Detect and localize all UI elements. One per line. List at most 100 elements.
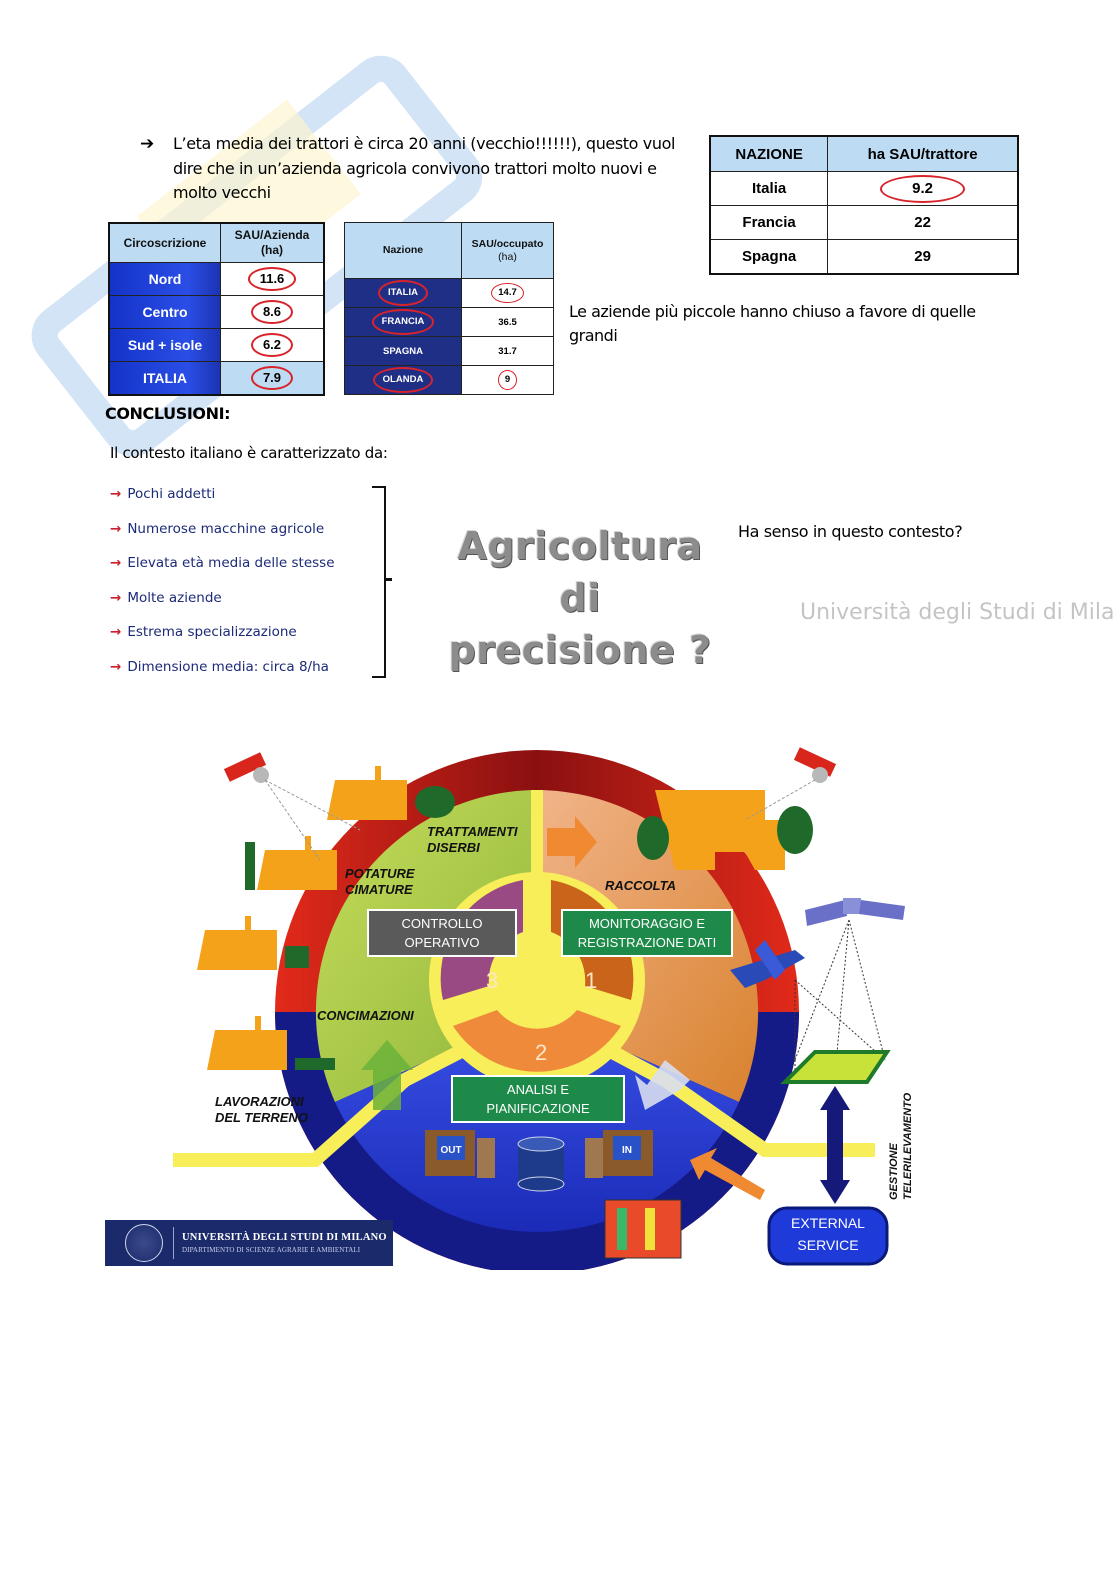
arrow-right-icon: → [110, 520, 122, 537]
step-1-label: 1 [585, 968, 597, 993]
question-text: Ha senso in questo contesto? [738, 522, 963, 541]
arrow-right-icon: → [110, 486, 122, 502]
row-label: OLANDA [372, 367, 434, 393]
external-service-box: EXTERNAL SERVICE [767, 1206, 889, 1266]
tractor-icon [207, 1016, 287, 1070]
computer-in-icon: IN [585, 1130, 653, 1178]
arrow-down-left-icon [635, 1060, 690, 1110]
vine-icon [637, 816, 669, 860]
big-title-line1: Agricoltura di [457, 524, 703, 620]
row-value: 36.5 [461, 307, 554, 337]
database-icon [517, 1136, 565, 1192]
list-item-text: Pochi addetti [127, 486, 216, 502]
header-sau-azienda-label: SAU/Azienda [234, 228, 310, 242]
list-item: →Elevata età media delle stesse [110, 555, 335, 590]
side-note: Le aziende più piccole hanno chiuso a fa… [569, 302, 976, 345]
yield-map-band [645, 1208, 655, 1250]
box-text: EXTERNAL [791, 1215, 865, 1231]
header-nazione: NAZIONE [709, 135, 829, 172]
diagram-canvas: 1 2 3 CONTROLLO OPERATIVO MONITORAGGIO E… [173, 747, 914, 1274]
table-row: ITALIA 14.7 [344, 278, 554, 308]
row-label: Spagna [709, 239, 829, 275]
diagram-labels: TRATTAMENTI DISERBI POTATURE CIMATURE CO… [215, 824, 914, 1200]
table-row: OLANDA 9 [344, 365, 554, 395]
label-concimazioni: CONCIMAZIONI [317, 1008, 414, 1023]
arrow-right-icon: ➔ [140, 134, 154, 154]
right-bracket [372, 486, 386, 678]
circled-value: 11.6 [247, 267, 297, 291]
list-item: →Estrema specializzazione [110, 624, 335, 659]
label-diserbi: DISERBI [427, 840, 480, 855]
computer-out-label: OUT [440, 1145, 461, 1156]
computer-in-label: IN [622, 1145, 632, 1156]
tractor-icon [197, 916, 277, 970]
context-text: Il contesto italiano è caratterizzato da… [110, 444, 388, 462]
table-row: Italia 9.2 [709, 171, 1019, 206]
row-value: 9.2 [880, 174, 966, 203]
row-value: 7.9 [220, 361, 325, 396]
characteristics-list: → Pochi addetti → Numerose macchine agrico… [110, 486, 335, 693]
row-label: Nord [108, 262, 221, 296]
arrow-right-icon: → [110, 589, 122, 606]
circled-value: 8.6 [250, 300, 294, 324]
table-row: SPAGNA 31.7 [344, 336, 554, 366]
footer-separator [173, 1227, 174, 1259]
field-icon [780, 1050, 891, 1084]
big-title: Agricoltura di precisione ? [430, 520, 730, 676]
header-ha-sau-trattore: ha SAU/trattore [827, 135, 1019, 172]
label-lavorazioni: LAVORAZIONI [215, 1094, 304, 1109]
arrow-right-icon: → [110, 624, 122, 640]
row-label: ITALIA [108, 361, 221, 396]
plants-group [245, 786, 813, 1070]
university-seal-icon [125, 1224, 163, 1262]
label-raccolta: RACCOLTA [605, 878, 676, 893]
circled-value: 7.9 [250, 366, 294, 390]
harvester-icon [655, 790, 785, 870]
step-2-arc [453, 1010, 621, 1072]
table-row: Centro 8.6 [108, 295, 325, 329]
list-item-text: Molte aziende [127, 589, 222, 606]
step-3-label: 3 [486, 968, 498, 993]
bush-icon [415, 786, 455, 818]
label-trattamenti: TRATTAMENTI [427, 824, 518, 839]
arrow-bidirectional-orange-icon [690, 1148, 765, 1200]
tractor-icon [257, 836, 337, 890]
list-item: →Dimensione media: circa 8/ha [110, 659, 335, 694]
list-item-text: Numerose macchine agricole [127, 520, 325, 537]
vine-icon [777, 806, 813, 854]
row-value: 8.6 [220, 295, 325, 329]
row-label: Centro [108, 295, 221, 329]
header-unit: (ha) [498, 250, 517, 263]
header-sau-azienda: SAU/Azienda(ha) [220, 222, 325, 263]
footer-text: UNIVERSITÀ DEGLI STUDI DI MILANO DIPARTI… [182, 1232, 387, 1254]
table-row: Francia 22 [709, 205, 1019, 240]
bracket-tick [384, 578, 392, 581]
row-value: 29 [827, 239, 1019, 275]
row-value: 22 [827, 205, 1019, 240]
header-unit: (ha) [261, 243, 283, 257]
row-label: ITALIA [378, 280, 428, 306]
satellite-icon [744, 747, 837, 821]
tractors-group [197, 766, 785, 1070]
box-text: CONTROLLO [402, 916, 483, 931]
label-telerilevamento: TELERILEVAMENTO [902, 1092, 914, 1200]
department-name: DIPARTIMENTO DI SCIENZE AGRARIE E AMBIEN… [182, 1246, 361, 1254]
yield-map-band [617, 1208, 627, 1250]
list-item-text: Elevata età media delle stesse [127, 555, 335, 571]
precision-agriculture-diagram: 1 2 3 CONTROLLO OPERATIVO MONITORAGGIO E… [105, 730, 915, 1274]
arrow-vertical-bidirectional-icon [820, 1086, 850, 1204]
tractor-icon [327, 766, 407, 820]
satellite-icon [223, 752, 361, 861]
row-label: Francia [709, 205, 829, 240]
big-title-line2: precisione ? [448, 628, 712, 672]
box-text: REGISTRAZIONE DATI [578, 935, 716, 950]
analisi-box: ANALISI E PIANIFICAZIONE [451, 1075, 625, 1123]
yield-map-icon [604, 1199, 682, 1259]
controllo-operativo-box: CONTROLLO OPERATIVO [367, 909, 517, 957]
intro-text: L’eta media dei trattori è circa 20 anni… [173, 134, 676, 202]
header-circoscrizione: Circoscrizione [108, 222, 221, 263]
table-row: FRANCIA 36.5 [344, 307, 554, 337]
list-item-text: Dimensione media: circa 8/ha [127, 658, 329, 675]
university-footer: UNIVERSITÀ DEGLI STUDI DI MILANO DIPARTI… [105, 1220, 393, 1266]
header-sau-occupato: SAU/occupato(ha) [461, 222, 554, 279]
